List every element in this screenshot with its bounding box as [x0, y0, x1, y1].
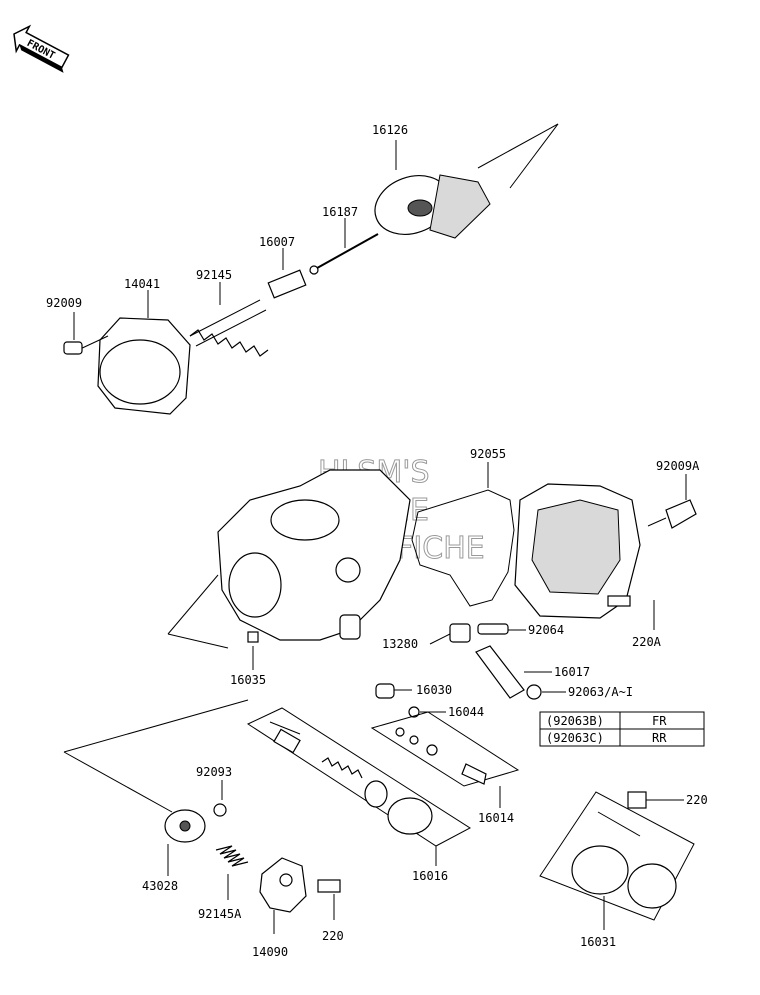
- callout-14090: 14090: [252, 945, 288, 959]
- callout-220a: 220A: [632, 635, 662, 649]
- top-cover-part: [77, 290, 191, 415]
- float-bowl-gasket-part: [411, 462, 515, 607]
- main-jet-part: [526, 684, 566, 700]
- plug-16044-part: [408, 706, 446, 718]
- callout-92145a: 92145A: [198, 907, 242, 921]
- callout-16030: 16030: [416, 683, 452, 697]
- variant-row-1-part: (92063B): [546, 714, 604, 728]
- needle-jet-part: [475, 645, 552, 699]
- bolt-220-lower-part: [317, 879, 341, 920]
- pump-cover-part: [259, 857, 307, 934]
- carburetor-body-part: [167, 469, 411, 649]
- callout-16031: 16031: [580, 935, 616, 949]
- callout-13280: 13280: [382, 637, 418, 651]
- o-ring-part: [213, 780, 227, 817]
- jet-needle-part: [309, 218, 379, 275]
- front-arrow-icon: FRONT: [13, 24, 70, 73]
- variant-row-1-pos: FR: [652, 714, 667, 728]
- callout-16126: 16126: [372, 123, 408, 137]
- callout-92093: 92093: [196, 765, 232, 779]
- needle-holder-part: [267, 248, 307, 299]
- pilot-screw-kit-part: [370, 711, 520, 808]
- callout-92055: 92055: [470, 447, 506, 461]
- screw-part: [63, 312, 83, 355]
- callout-92145: 92145: [196, 268, 232, 282]
- diaphragm-part: [63, 699, 249, 876]
- pump-spring-part: [215, 845, 249, 900]
- float-bowl-part: [514, 483, 641, 619]
- callout-16035: 16035: [230, 673, 266, 687]
- float-part: [539, 791, 695, 930]
- callout-16007: 16007: [259, 235, 295, 249]
- callout-92009a: 92009A: [656, 459, 700, 473]
- bolt-220-right-part: [627, 791, 684, 809]
- accelerator-pump-kit-part: [246, 707, 471, 866]
- callout-16017: 16017: [554, 665, 590, 679]
- callout-92009: 92009: [46, 296, 82, 310]
- variant-row-2-pos: RR: [652, 731, 667, 745]
- piston-spring-part: [189, 282, 269, 357]
- variant-table: (92063B) FR (92063C) RR: [539, 711, 705, 747]
- spring-92064-part: [477, 623, 526, 635]
- jet-16035-part: [247, 631, 259, 670]
- main-jet-holder-part: [429, 623, 471, 645]
- bolt-220a-part: [607, 595, 655, 630]
- callout-92063: 92063/A~I: [568, 685, 633, 699]
- variant-row-2-part: (92063C): [546, 731, 604, 745]
- callout-16187: 16187: [322, 205, 358, 219]
- callout-14041: 14041: [124, 277, 160, 291]
- callout-220-right: 220: [686, 793, 708, 807]
- callouts: 16126 16187 16007 14041 92145 92009 9205…: [46, 123, 708, 959]
- screw-a-part: [647, 474, 697, 529]
- callout-16044: 16044: [448, 705, 484, 719]
- vacuum-piston-part: [374, 123, 559, 239]
- callout-16016: 16016: [412, 869, 448, 883]
- callout-43028: 43028: [142, 879, 178, 893]
- callout-220-lower: 220: [322, 929, 344, 943]
- pilot-jet-part: [375, 683, 412, 699]
- callout-16014: 16014: [478, 811, 514, 825]
- callout-92064: 92064: [528, 623, 564, 637]
